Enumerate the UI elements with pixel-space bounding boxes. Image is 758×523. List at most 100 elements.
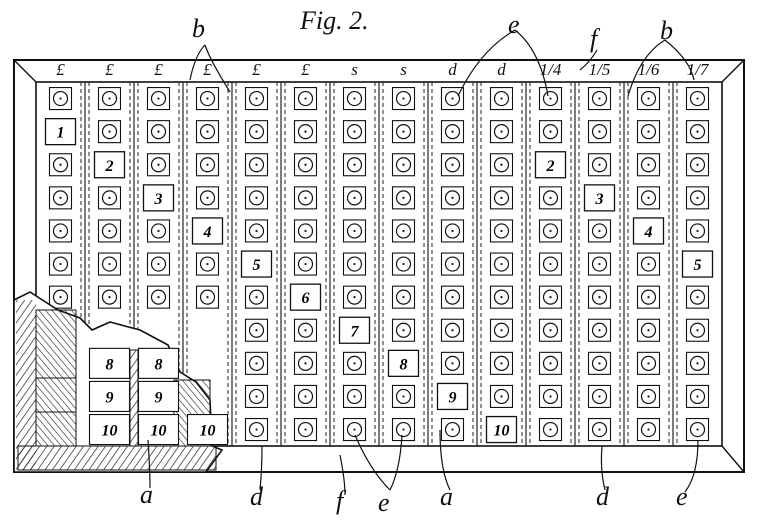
number-tile-label: 9 [449,389,457,406]
key-hole-center [647,428,650,431]
key-hole-center [108,262,111,266]
number-tile [681,250,714,278]
key-hole [591,223,608,239]
key-hole [395,223,412,239]
key-hole-center [304,130,307,133]
number-tile-label: 1 [57,125,65,142]
cutaway-tile [137,380,180,413]
key-hole [640,157,657,173]
key-hole-center [353,296,356,299]
key-hole [640,90,657,107]
key-hole [493,256,510,272]
key-hole-center [647,296,650,299]
key-hole-center [206,97,209,100]
key-hole [640,388,657,405]
key-hole [640,355,657,371]
key-hole-center [304,262,307,266]
key-hole-center [402,97,405,100]
key-hole-center [59,97,62,100]
key-hole-center [451,362,454,365]
key-hole [542,124,559,140]
key-hole-center [647,163,650,166]
key-hole [591,90,608,107]
key-hole-center [549,428,552,431]
key-hole-center [206,130,209,133]
number-tile [632,217,665,245]
key-hole [444,190,461,206]
key-hole-center [255,329,258,332]
key-hole [640,322,657,338]
number-tile-label: 6 [302,290,310,307]
key-hole-center [255,395,258,398]
key-hole [591,256,608,272]
key-hole [542,421,559,438]
key-hole [395,289,412,305]
key-hole-center [353,262,356,266]
key-hole [52,190,69,206]
key-hole [689,190,706,206]
key-hole [591,388,608,405]
number-tile [93,151,126,179]
column-header: £ [203,60,212,79]
key-hole-center [500,196,503,199]
key-hole-center [59,229,62,233]
key-hole [52,289,69,305]
callout-a-bottom-left: a [140,480,153,509]
key-hole-center [500,296,503,299]
key-hole [346,190,363,206]
column-header: £ [56,60,65,79]
key-hole [297,322,314,338]
key-hole [689,289,706,305]
key-hole-center [598,296,601,299]
key-hole [346,289,363,305]
key-hole-center [549,97,552,100]
cutaway-tile-label: 8 [106,356,114,373]
key-hole-center [500,130,503,133]
key-hole [101,223,118,239]
key-hole [346,421,363,438]
key-hole [444,289,461,305]
number-tile [534,151,567,179]
key-hole-center [157,163,160,166]
key-hole [689,124,706,140]
key-hole [52,157,69,173]
key-hole [493,388,510,405]
key-hole-center [549,362,552,365]
number-tile [436,382,469,411]
leader-lines [147,29,699,496]
key-hole [248,289,265,305]
key-hole-center [598,329,601,332]
key-hole [150,256,167,272]
key-hole [689,421,706,438]
key-hole [248,421,265,438]
key-hole [689,388,706,405]
key-hole-center [598,229,601,233]
key-hole-center [598,428,601,431]
key-hole [591,322,608,338]
key-hole-center [108,296,111,299]
number-tile-label: 3 [154,191,163,208]
key-hole [444,256,461,272]
key-hole [444,355,461,371]
key-hole-center [353,196,356,199]
number-tile-label: 5 [694,257,702,274]
key-hole-center [255,296,258,299]
key-hole [346,388,363,405]
key-hole-center [500,229,503,233]
key-hole-center [598,362,601,365]
key-hole [444,157,461,173]
key-hole [444,322,461,338]
number-tile [240,250,273,278]
key-hole [395,322,412,338]
key-hole [591,124,608,140]
key-hole [591,157,608,173]
key-hole-center [206,296,209,299]
key-hole-center [696,196,699,199]
key-hole [542,90,559,107]
key-hole [542,256,559,272]
key-hole-center [451,97,454,100]
number-tile-label: 4 [644,224,653,241]
key-hole-center [304,362,307,365]
key-hole-center [304,329,307,332]
key-hole-center [304,163,307,166]
